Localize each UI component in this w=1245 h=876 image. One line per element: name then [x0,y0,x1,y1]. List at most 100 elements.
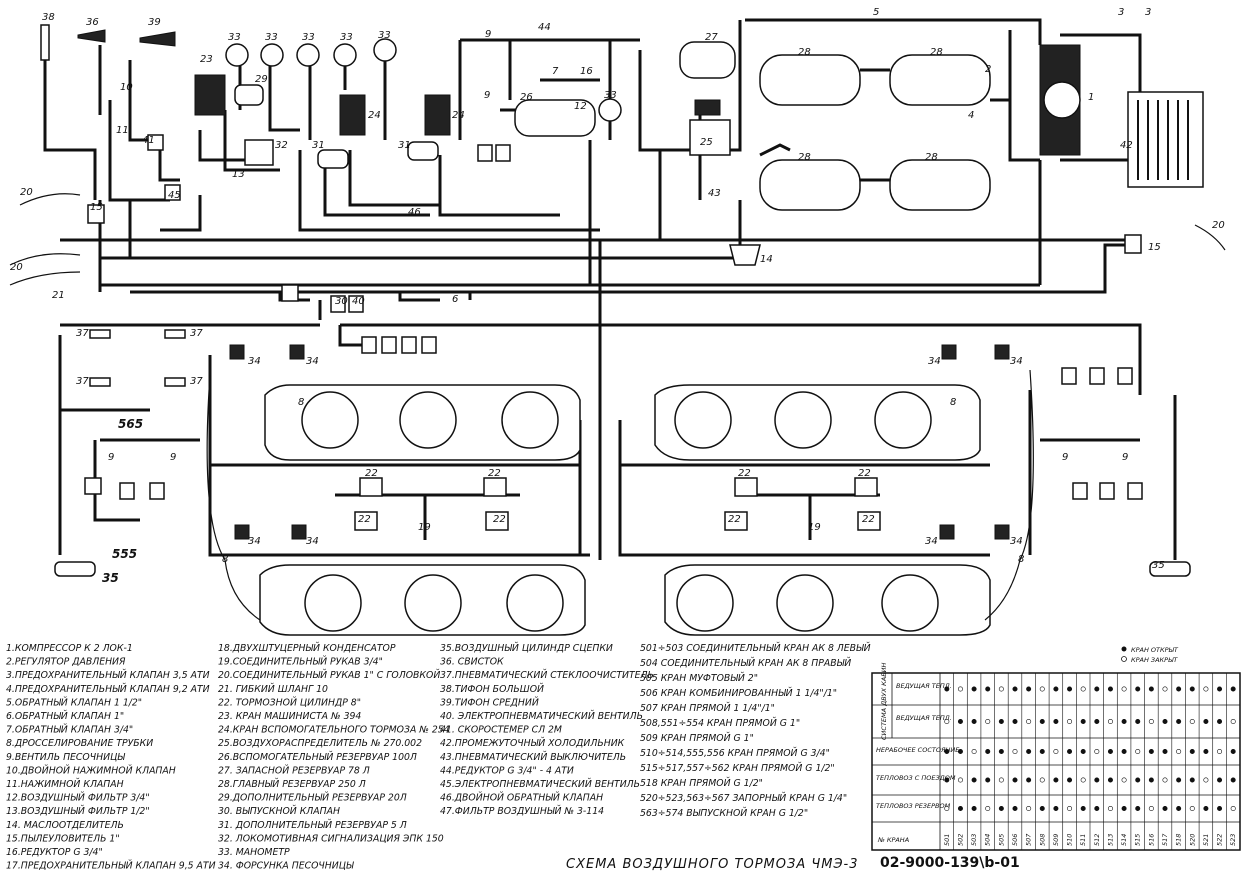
label-1: 1 [1088,92,1094,103]
open-mark-icon [1135,718,1141,724]
label-14: 14 [760,254,773,265]
open-mark-icon [1230,748,1236,754]
open-mark-icon [1012,686,1018,692]
open-mark-icon [1026,686,1032,692]
label-33-b: 33 [265,32,278,43]
open-mark-icon [1148,686,1154,692]
open-mark-icon [1012,805,1018,811]
ep-valve-icon [381,336,397,354]
label-30: 30 [335,296,348,307]
legend-item: 10.ДВОЙНОЙ НАЖИМНОЙ КЛАПАН [6,764,176,776]
legend-item: 25.ВОЗДУХОРАСПРЕДЕЛИТЕЛЬ № 270.002 [218,738,422,749]
table-column-label: 513 [1106,834,1114,846]
ep-valve-icon [84,477,102,495]
ep-valve-icon [1061,367,1077,385]
label-24-b: 24 [452,110,465,121]
hose-icon [9,271,81,286]
open-mark-icon [957,748,963,754]
wheelset-icon [881,574,939,632]
legend-item: 5.ОБРАТНЫЙ КЛАПАН 1 1/2" [6,696,142,708]
closed-mark-icon [1107,805,1113,811]
open-mark-icon [1230,777,1236,783]
reservoir-20l-icon [234,84,264,106]
label-45: 45 [168,190,181,201]
label-34-e: 34 [928,356,941,367]
spare-reservoir-78l-icon [679,41,736,79]
key-open-label: КРАН ОТКРЫТ [1131,646,1179,654]
open-mark-icon [1107,777,1113,783]
label-8-c: 8 [222,554,228,565]
open-mark-icon [1080,718,1086,724]
label-28: 28 [798,47,811,58]
open-mark-icon [1189,686,1195,692]
label-22-h: 22 [862,514,875,525]
ep-valve-icon [119,482,135,500]
sand-nozzle-icon [994,344,1010,360]
open-mark-icon [1230,686,1236,692]
label-33-e: 33 [378,30,391,41]
label-35: 35 [102,571,119,585]
wheelset-icon [874,391,932,449]
aux-brake-crane-icon [339,94,366,136]
open-mark-icon [1217,777,1223,783]
wiper-icon [89,377,111,387]
closed-mark-icon [1026,805,1032,811]
closed-mark-icon [1107,718,1113,724]
open-mark-icon [957,718,963,724]
label-5: 5 [873,7,879,18]
legend-item: 44.РЕДУКТОР G 3/4" - 4 АТИ [440,765,574,776]
closed-mark-icon [1203,686,1209,692]
closed-mark-icon [1135,748,1141,754]
label-37: 37 [76,328,89,339]
legend-item: 1.КОМПРЕССОР К 2 ЛОК-1 [6,643,133,654]
label-34-f: 34 [1010,356,1023,367]
legend-item: 15.ПЫЛЕУЛОВИТЕЛЬ 1" [6,833,120,844]
legend-item: 504 СОЕДИНИТЕЛЬНЫЙ КРАН АК 8 ПРАВЫЙ [640,657,851,669]
air-distributor-icon [689,119,731,156]
table-column-label: 502 [956,834,964,846]
closed-mark-icon [1012,748,1018,754]
table-column-label: 503 [970,834,978,846]
legend-item: 30. ВЫПУСКНОЙ КЛАПАН [218,805,340,817]
label-24: 24 [368,110,381,121]
open-mark-icon [1162,718,1168,724]
wheelset-icon [676,574,734,632]
label-4: 4 [968,110,974,121]
closed-mark-icon [985,718,991,724]
open-mark-icon [1217,686,1223,692]
sand-nozzle-icon [289,344,305,360]
wheelset-icon [501,391,559,449]
legend-item: 8.ДРОССЕЛИРОВАНИЕ ТРУБКИ [6,738,153,749]
legend-item: 38.ТИФОН БОЛЬШОЙ [440,683,544,695]
label-33-f: 33 [604,90,617,101]
legend-item: 501÷503 СОЕДИНИТЕЛЬНЫЙ КРАН АК 8 ЛЕВЫЙ [640,642,871,654]
open-mark-icon [1217,718,1223,724]
ep-valve-icon [1089,367,1105,385]
open-mark-icon [1094,805,1100,811]
wiper-icon [164,377,186,387]
label-44: 44 [538,22,551,33]
ep-valve-icon [1127,482,1143,500]
open-mark-icon [971,777,977,783]
label-9-c: 9 [108,452,114,463]
table-grid: ВЕДУЩАЯ ТЕПЛ.ВЕДУЩАЯ ТЕПЛ.НЕРАБОЧЕЕ СОСТ… [872,673,1240,850]
hose-icon [1194,224,1226,251]
oil-separator-icon [729,244,761,266]
open-mark-icon [1094,718,1100,724]
legend-item: 42.ПРОМЕЖУТОЧНЫЙ ХОЛОДИЛЬНИК [440,737,625,749]
closed-mark-icon [1067,718,1073,724]
coupling-cylinder-icon [1149,561,1191,577]
label-9-e: 9 [1062,452,1068,463]
label-41: 41 [142,135,155,146]
label-22-c: 22 [358,514,371,525]
label-2: 2 [985,64,991,75]
table-column-label: 511 [1079,834,1087,846]
closed-mark-icon [1162,777,1168,783]
legend-item: 16.РЕДУКТОР G 3/4" [6,847,103,858]
legend-item: 3.ПРЕДОХРАНИТЕЛЬНЫЙ КЛАПАН 3,5 АТИ [6,669,210,681]
closed-mark-icon [998,686,1004,692]
wheelset-icon [506,574,564,632]
closed-mark-icon [1176,748,1182,754]
legend-item: 563÷574 ВЫПУСКНОЙ КРАН G 1/2" [640,807,808,819]
legend-item: 26.ВСПОМОГАТЕЛЬНЫЙ РЕЗЕРВУАР 100Л [218,751,417,763]
